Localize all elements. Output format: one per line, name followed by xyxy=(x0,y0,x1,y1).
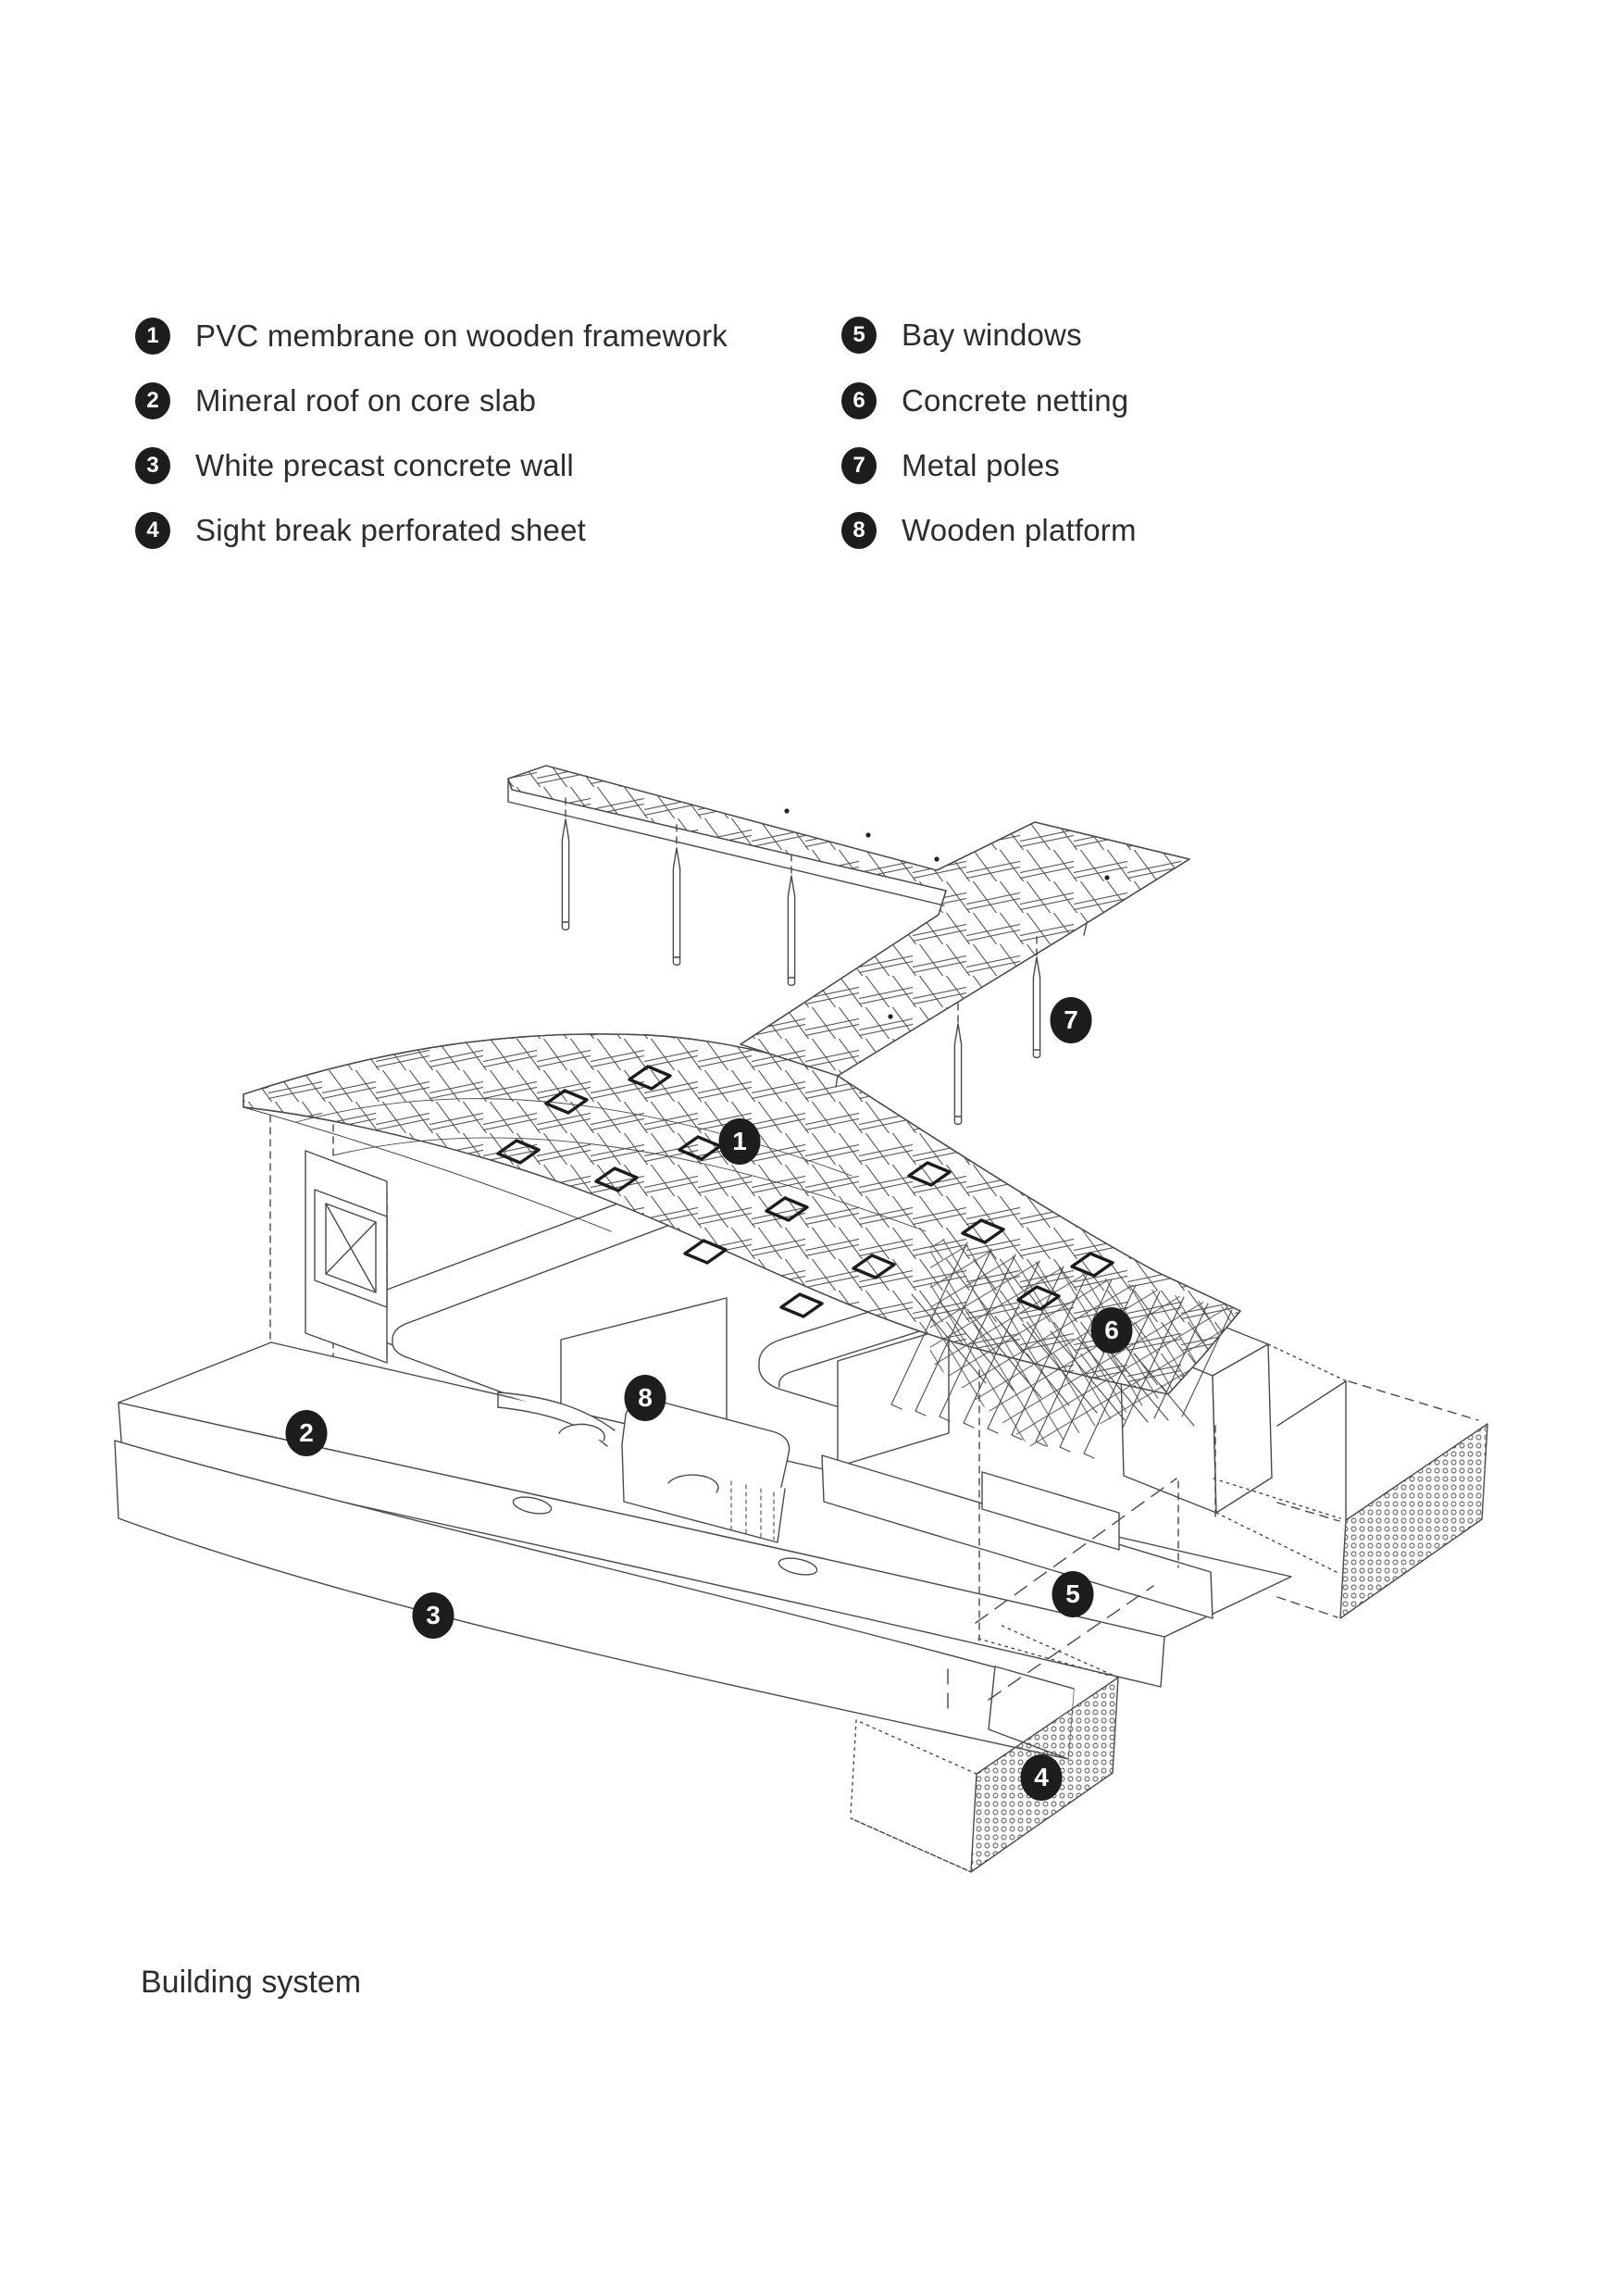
legend-item-6: 6 Concrete netting xyxy=(841,382,1128,419)
legend-label-7: Metal poles xyxy=(902,448,1060,482)
wooden-platform-shape xyxy=(497,1391,790,1543)
legend-badge-4: 4 xyxy=(135,512,170,549)
legend-item-1: 1 PVC membrane on wooden framework xyxy=(135,318,728,355)
badge-pvc-membrane: 1 xyxy=(718,1118,761,1165)
legend-label-5: Bay windows xyxy=(902,318,1082,352)
legend-badge-7: 7 xyxy=(841,447,877,484)
figure-caption: Building system xyxy=(141,1965,362,2000)
legend-badge-6: 6 xyxy=(841,382,877,419)
badge-mineral-roof: 2 xyxy=(285,1410,328,1456)
concrete-netting-mesh xyxy=(890,1236,1240,1459)
legend-item-4: 4 Sight break perforated sheet xyxy=(135,512,586,549)
legend-badge-2: 2 xyxy=(135,382,170,419)
badge-metal-poles: 7 xyxy=(1050,997,1092,1043)
legend-label-3: White precast concrete wall xyxy=(195,448,574,482)
perforated-sheet-right xyxy=(1213,1343,1488,1619)
legend-item-5: 5 Bay windows xyxy=(841,317,1082,354)
legend-label-4: Sight break perforated sheet xyxy=(195,513,587,547)
legend-item-7: 7 Metal poles xyxy=(841,447,1060,484)
badge-concrete-netting: 6 xyxy=(1090,1307,1133,1354)
badge-bay-windows: 5 xyxy=(1052,1571,1094,1617)
legend-item-3: 3 White precast concrete wall xyxy=(135,447,574,484)
legend-label-1: PVC membrane on wooden framework xyxy=(195,318,728,353)
bay-window-projection xyxy=(947,1369,1216,1716)
legend-label-6: Concrete netting xyxy=(902,383,1129,418)
top-canopy xyxy=(507,765,1190,1088)
legend-label-2: Mineral roof on core slab xyxy=(195,383,537,418)
badge-precast-wall: 3 xyxy=(412,1592,454,1639)
legend-item-8: 8 Wooden platform xyxy=(841,512,1137,549)
legend-label-8: Wooden platform xyxy=(902,513,1137,547)
legend-badge-8: 8 xyxy=(841,512,877,549)
legend-badge-5: 5 xyxy=(841,317,877,354)
bay-window-wall xyxy=(821,1454,1214,1619)
legend-badge-1: 1 xyxy=(135,318,170,355)
badge-wooden-platform: 8 xyxy=(624,1375,666,1421)
legend-item-2: 2 Mineral roof on core slab xyxy=(135,382,536,419)
metal-poles xyxy=(561,797,1041,1126)
x-braced-wall xyxy=(305,1150,388,1364)
legend-badge-3: 3 xyxy=(135,447,170,484)
badge-perforated-sheet: 4 xyxy=(1020,1754,1063,1801)
